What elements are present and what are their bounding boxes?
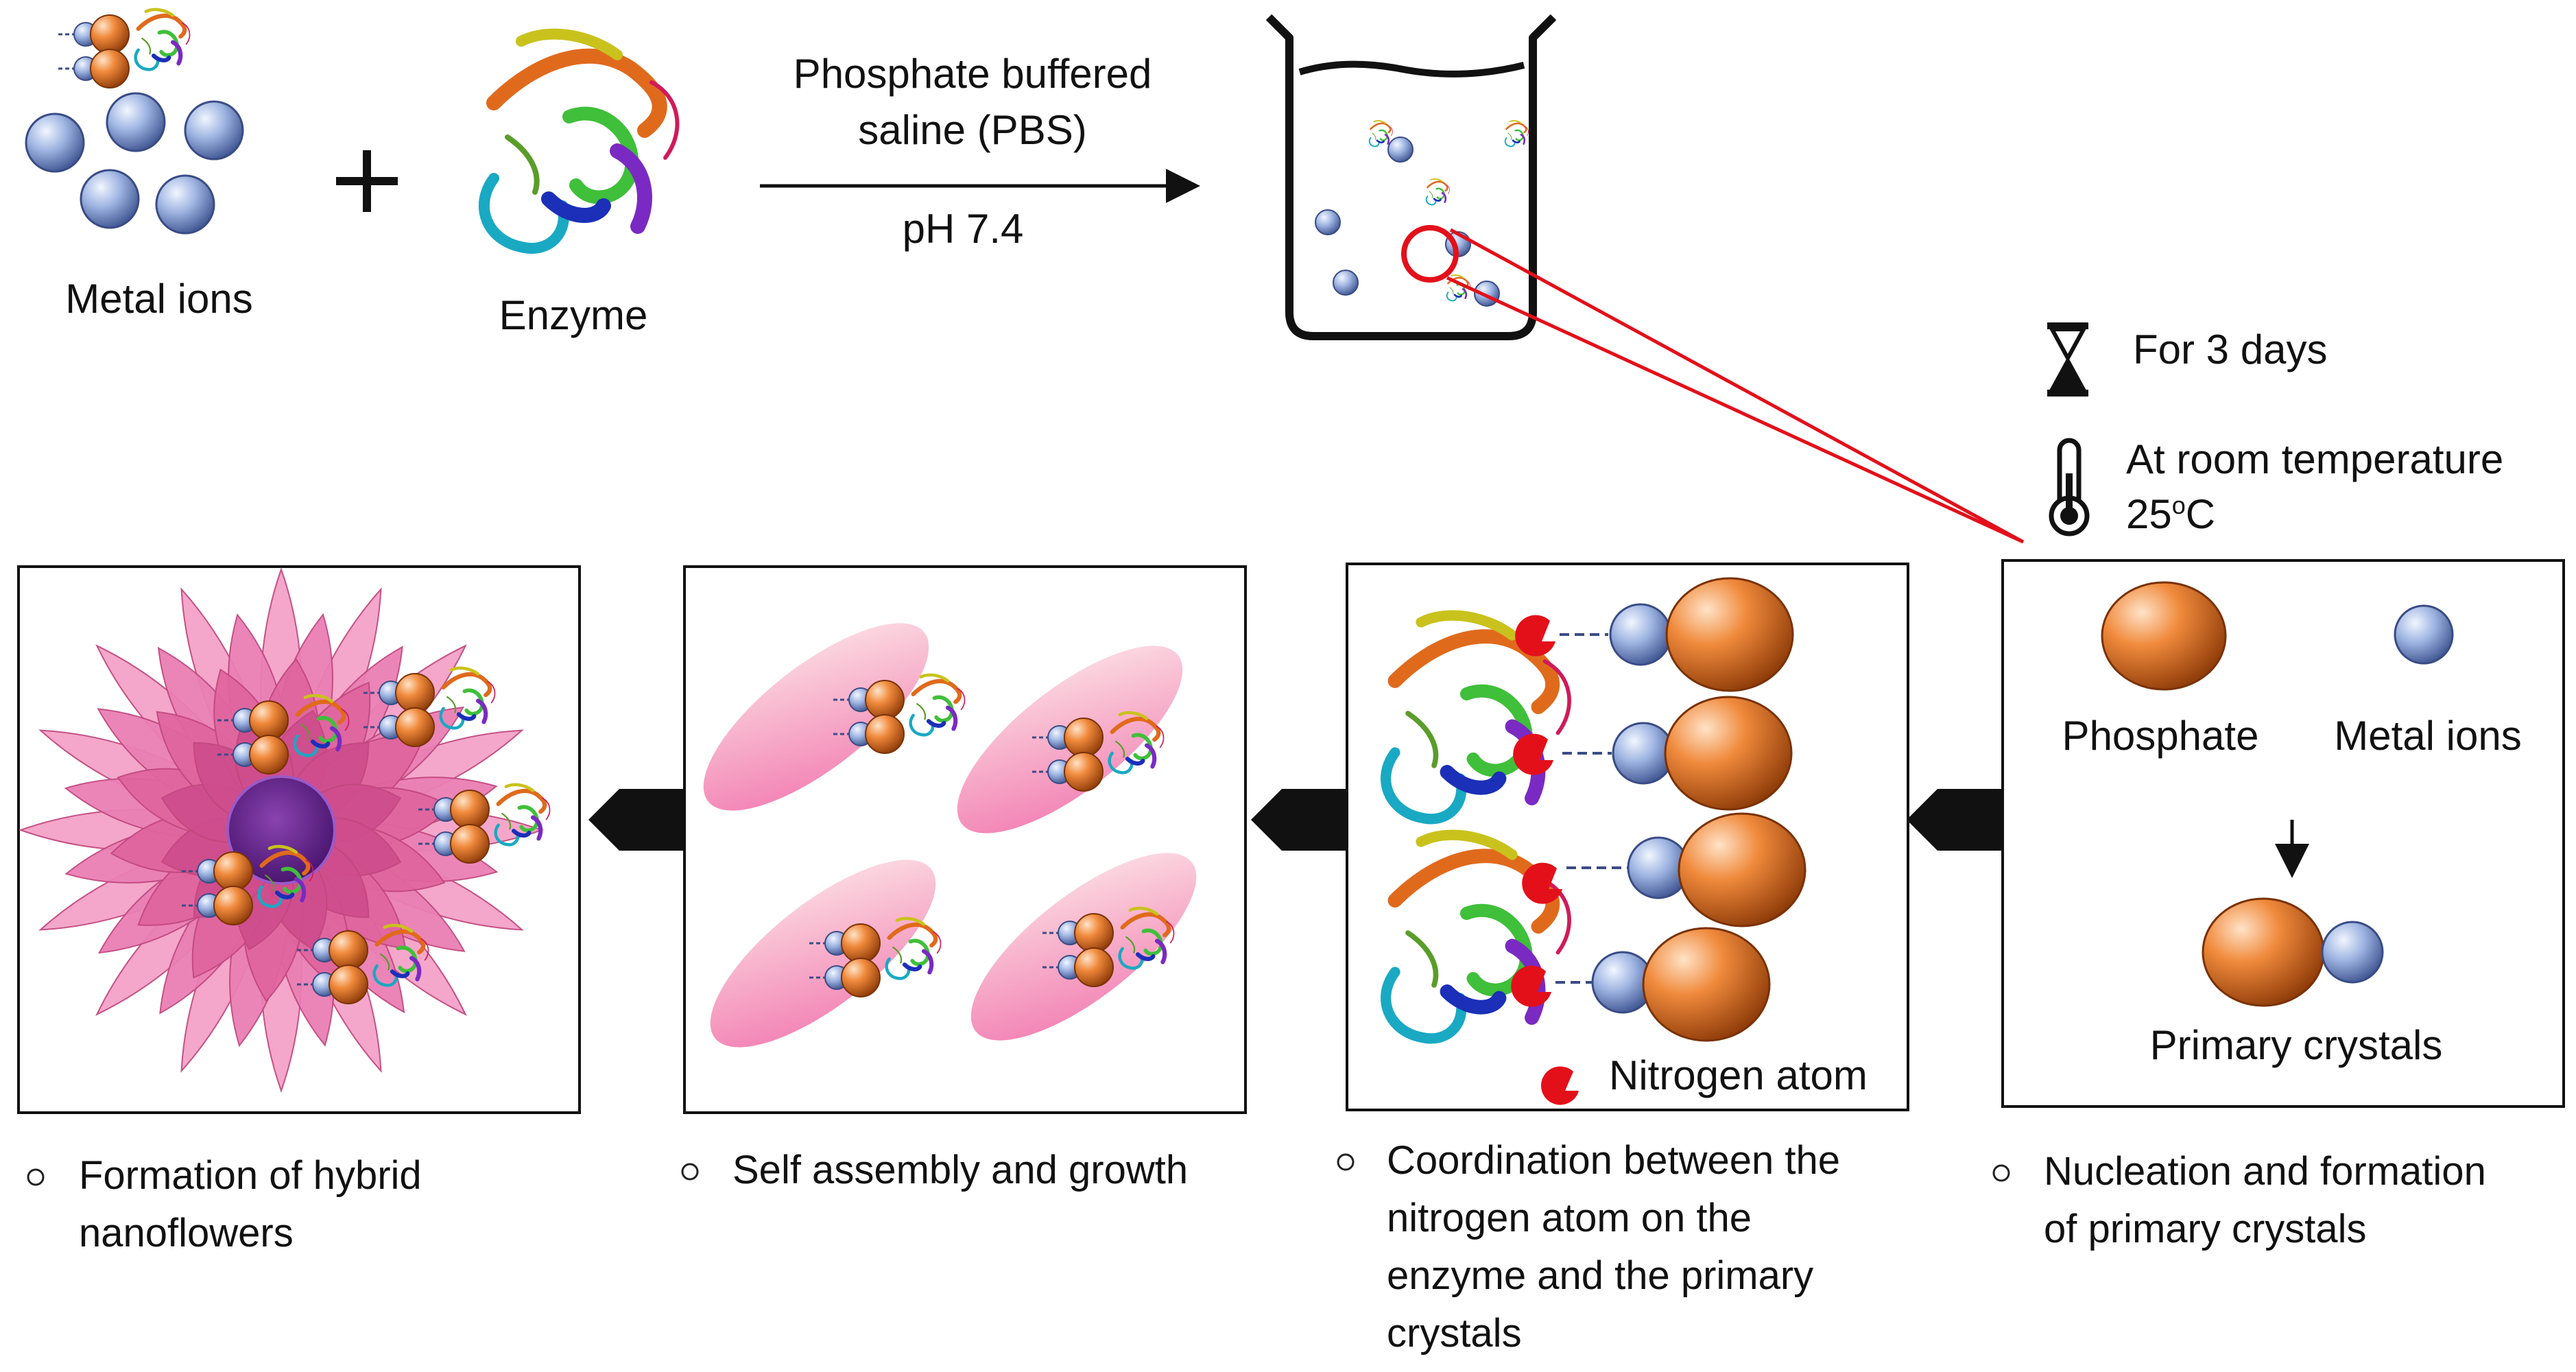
coordination-illustration bbox=[1386, 577, 1806, 1105]
temperature-value-label: 25oC bbox=[2126, 491, 2216, 537]
temperature-label: At room temperature bbox=[2126, 436, 2504, 482]
block-arrow-2 bbox=[1251, 789, 1347, 851]
caption-self-assembly: Self assembly and growth bbox=[732, 1148, 1189, 1192]
caption-coordination: Coordination between the nitrogen atom o… bbox=[1387, 1138, 1841, 1356]
enzyme-icon bbox=[478, 28, 680, 254]
duration-label: For 3 days bbox=[2133, 327, 2328, 372]
reaction-ph-label: pH 7.4 bbox=[902, 206, 1024, 252]
panel-nucleation-frame bbox=[2001, 559, 2565, 1108]
beaker-icon bbox=[1265, 14, 1557, 340]
phosphate-label: Phosphate bbox=[2062, 713, 2259, 759]
plus-sign-icon bbox=[336, 150, 398, 212]
nucleation-metal-ions-label: Metal ions bbox=[2334, 713, 2522, 759]
reaction-medium-line1: Phosphate buffered bbox=[793, 51, 1152, 97]
enzyme-label: Enzyme bbox=[499, 292, 648, 338]
caption-bullet bbox=[1992, 1164, 2010, 1182]
nitrogen-atom-legend-label: Nitrogen atom bbox=[1609, 1052, 1868, 1098]
self-assembly-illustration bbox=[58, 10, 1197, 1048]
nanoflower-core bbox=[226, 775, 336, 885]
metal-ions-cluster bbox=[25, 92, 244, 235]
zoom-line-upper bbox=[1449, 228, 2025, 544]
block-arrow-1 bbox=[1907, 789, 2003, 851]
caption-bullet bbox=[681, 1163, 699, 1181]
zoom-line-lower bbox=[1446, 276, 2025, 544]
plus-sign-text: + bbox=[367, 137, 368, 138]
caption-nanoflower: Formation of hybrid nanoflowers bbox=[79, 1153, 422, 1255]
block-arrow-3 bbox=[588, 789, 684, 851]
metal-ions-label: Metal ions bbox=[65, 276, 253, 322]
nitrogen-atom-legend-icon bbox=[1541, 1066, 1579, 1105]
primary-crystals-label: Primary crystals bbox=[2149, 1022, 2443, 1068]
thermometer-icon bbox=[2049, 438, 2090, 536]
nanoflower-illustration bbox=[18, 567, 549, 1093]
reaction-medium-line2: saline (PBS) bbox=[858, 107, 1087, 153]
caption-nucleation: Nucleation and formation of primary crys… bbox=[2044, 1149, 2486, 1251]
caption-bullet bbox=[27, 1168, 45, 1186]
nucleation-illustration bbox=[2101, 581, 2454, 1007]
caption-bullet bbox=[1337, 1153, 1355, 1171]
hourglass-icon bbox=[2047, 322, 2088, 397]
